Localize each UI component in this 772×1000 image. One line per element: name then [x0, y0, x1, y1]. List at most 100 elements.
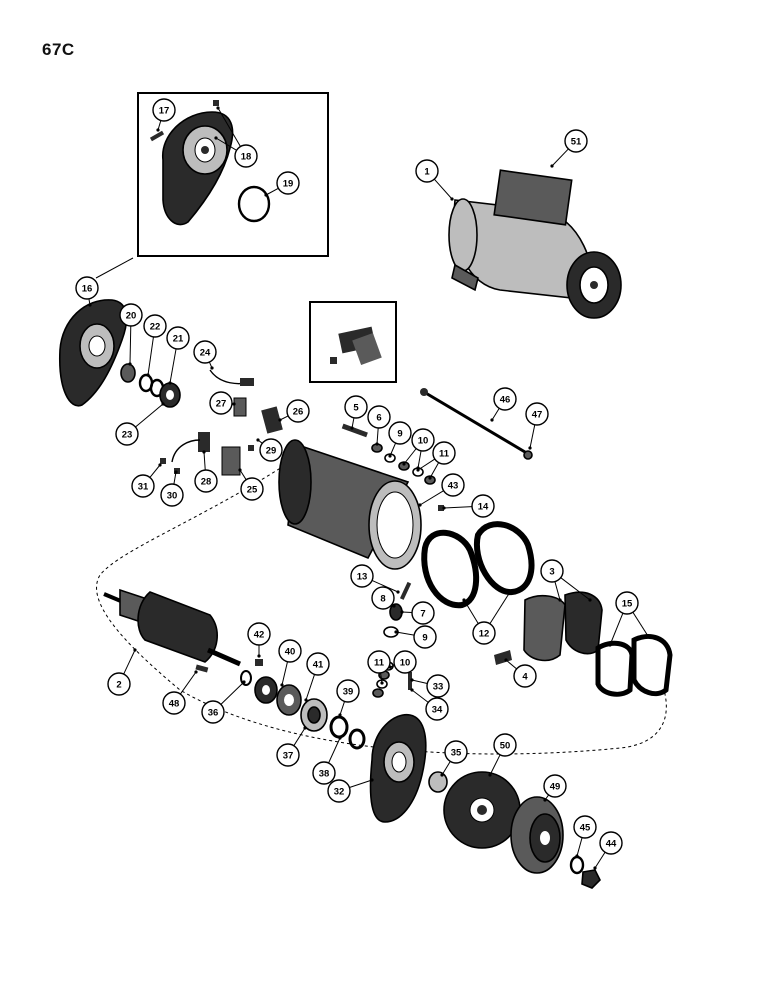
callout-circle — [472, 621, 496, 645]
page-code: 67C — [42, 40, 75, 59]
leader-arrowhead — [202, 450, 206, 454]
callout-number: 22 — [150, 322, 161, 333]
callout-number: 14 — [478, 502, 489, 513]
callout-number: 40 — [285, 647, 296, 658]
leader-arrowhead — [400, 610, 404, 614]
callout-circle — [143, 314, 167, 338]
leader-arrowhead — [216, 106, 220, 110]
callout-circle — [276, 171, 300, 195]
leader-line — [632, 612, 649, 637]
callout-number: 34 — [432, 705, 443, 716]
leader-arrowhead — [210, 366, 214, 370]
leader-line — [371, 580, 399, 593]
callout-c24: 24 — [193, 340, 217, 370]
callout-circle — [493, 733, 517, 757]
callout-c13: 13 — [350, 564, 400, 594]
leader-line — [149, 464, 161, 478]
field-frame-yoke — [278, 439, 422, 570]
callout-circle — [388, 421, 412, 445]
leader-arrowhead — [558, 598, 562, 602]
leader-line — [419, 490, 444, 506]
callout-circle — [240, 477, 264, 501]
callout-circle — [75, 276, 99, 300]
leader-arrowhead — [280, 683, 284, 687]
leader-arrowhead — [508, 590, 512, 594]
callout-number: 11 — [439, 449, 450, 460]
leader-line — [576, 837, 583, 857]
leader-arrowhead — [133, 648, 137, 652]
leader-arrowhead — [462, 598, 466, 602]
callout-number: 12 — [479, 629, 490, 640]
bearing-and-washers-front — [120, 363, 181, 408]
leader-line — [489, 591, 511, 624]
callout-circle — [327, 779, 351, 803]
callout-number: 19 — [283, 179, 294, 190]
leader-line — [491, 408, 500, 421]
field-coils — [421, 521, 535, 609]
leader-arrowhead — [575, 854, 579, 858]
leader-arrowhead — [528, 446, 532, 450]
leader-line — [203, 451, 206, 471]
leader-line — [529, 424, 536, 449]
callout-number: 13 — [357, 572, 368, 583]
leader-line — [173, 471, 177, 485]
callout-circle — [573, 815, 597, 839]
leader-arrowhead — [410, 678, 414, 682]
callout-number: 38 — [319, 769, 330, 780]
callout-c43: 43 — [418, 473, 465, 507]
callout-number: 30 — [167, 491, 178, 502]
callout-c35: 35 — [440, 740, 468, 777]
callout-circle — [615, 591, 639, 615]
callout-c11a: 11 — [416, 441, 456, 480]
callout-circle — [306, 652, 330, 676]
leader-line — [395, 631, 415, 636]
callout-number: 33 — [433, 682, 444, 693]
callout-number: 7 — [420, 609, 425, 620]
callout-number: 46 — [500, 395, 511, 406]
leader-line — [560, 577, 591, 601]
leader-line — [429, 462, 440, 479]
callout-number: 16 — [82, 284, 93, 295]
leader-arrowhead — [392, 604, 396, 608]
callout-c42: 42 — [247, 622, 271, 658]
callout-number: 9 — [422, 633, 427, 644]
callout-c30: 30 — [160, 470, 184, 507]
callout-c6: 6 — [367, 405, 391, 446]
callout-c40: 40 — [278, 639, 302, 687]
leader-line — [351, 417, 355, 429]
leader-arrowhead — [442, 506, 446, 510]
callout-c19: 19 — [264, 171, 300, 197]
leader-arrowhead — [375, 442, 379, 446]
leader-arrowhead — [350, 426, 354, 430]
callout-number: 24 — [200, 348, 211, 359]
leader-line — [389, 442, 397, 457]
callout-circle — [286, 399, 310, 423]
callout-c48: 48 — [162, 670, 198, 715]
callout-number: 42 — [254, 630, 265, 641]
leader-line — [123, 649, 136, 675]
callout-c4: 4 — [504, 658, 537, 688]
fan — [443, 771, 521, 849]
leader-arrowhead — [428, 476, 432, 480]
callout-c15: 15 — [608, 591, 650, 647]
callout-c20: 20 — [119, 303, 143, 366]
leader-arrowhead — [416, 468, 420, 472]
leader-arrowhead — [588, 598, 592, 602]
leader-arrowhead — [278, 418, 282, 422]
leader-arrowhead — [504, 658, 508, 662]
callout-circle — [344, 395, 368, 419]
callout-number: 35 — [451, 748, 462, 759]
leader-line — [463, 599, 479, 624]
callout-c11b: 11 — [367, 650, 391, 685]
leader-line — [147, 336, 154, 376]
callout-circle — [367, 405, 391, 429]
leader-arrowhead — [242, 680, 246, 684]
leader-arrowhead — [608, 643, 612, 647]
through-bolt — [420, 388, 533, 460]
callout-circle — [493, 387, 517, 411]
callout-circle — [162, 691, 186, 715]
callout-number: 2 — [116, 680, 121, 691]
callout-number: 49 — [550, 782, 561, 793]
leader-arrowhead — [214, 136, 218, 140]
